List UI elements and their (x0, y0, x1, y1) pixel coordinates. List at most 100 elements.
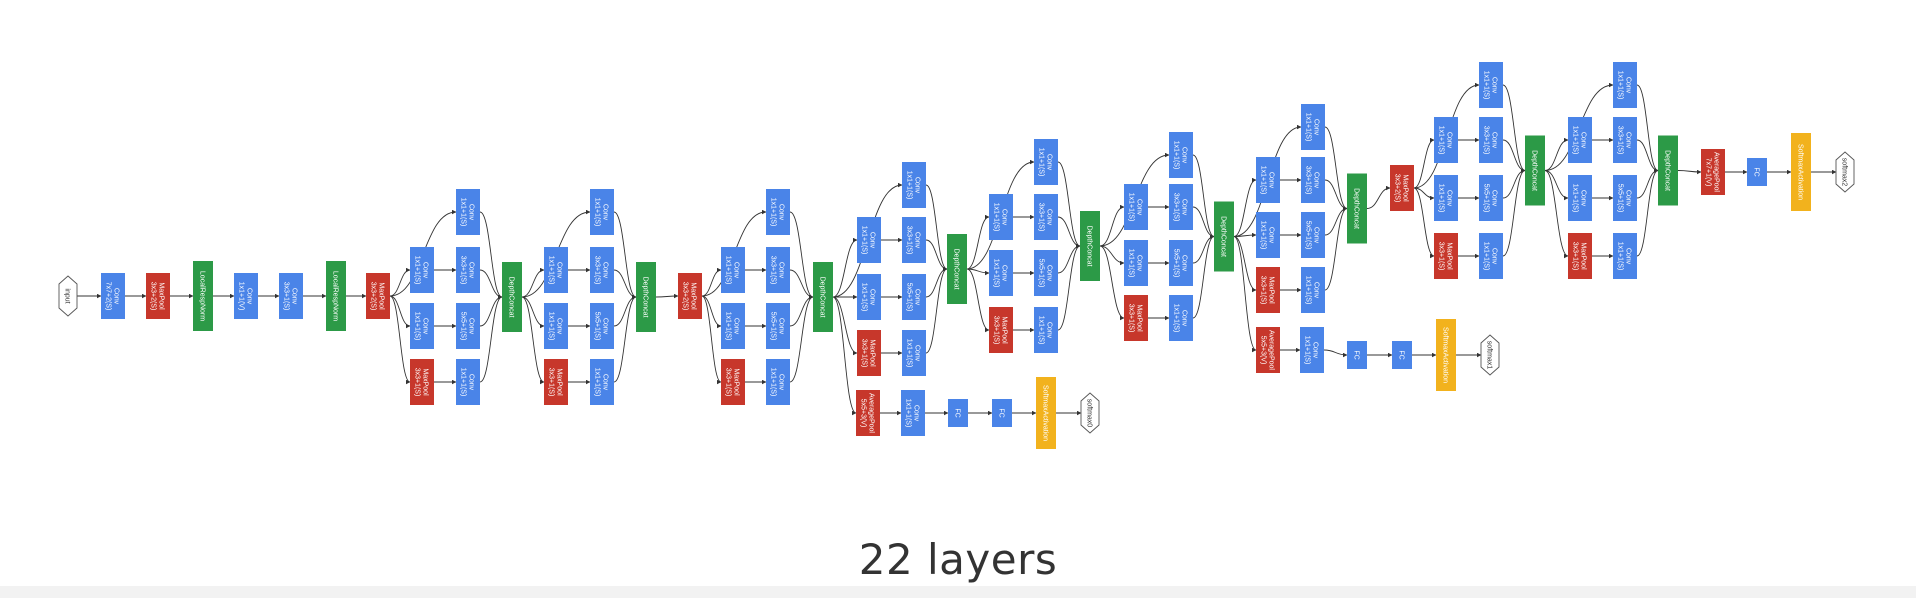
node-i3a_b4b: Conv1x1+1(S) (456, 359, 480, 405)
node-i4c_b4a: MaxPool3x3+1(S) (989, 307, 1013, 353)
node-i5b_b3b: Conv5x5+1(S) (1613, 175, 1637, 221)
node-shape-i4d_b4b (1169, 295, 1193, 341)
edge-i3a_cat-to-i3b_b4a (521, 296, 545, 385)
node-i4c_b1: Conv1x1+1(S) (1034, 139, 1058, 185)
node-label-i3a_b2a: Conv1x1+1(S) (414, 256, 429, 285)
node-label-i3a_b2b: Conv3x3+1(S) (460, 256, 475, 285)
node-shape-input (58, 275, 78, 317)
node-label-i3a_b3b: Conv5x5+1(S) (460, 312, 475, 341)
node-shape-i4e_b1 (1301, 104, 1325, 150)
node-label-aux1_conv: Conv1x1+1(S) (1304, 336, 1319, 365)
node-lrn2: LocalRespNorm (326, 261, 346, 331)
node-i4a_cat: DepthConcat (813, 262, 833, 332)
edge-i4c_b2b-to-i4c_cat (1057, 216, 1081, 249)
node-label-i4a_b3b: Conv5x5+1(S) (770, 312, 785, 341)
node-i4c_b3a: Conv1x1+1(S) (989, 250, 1013, 296)
node-shape-i3a_b3a (410, 303, 434, 349)
node-shape-i4e_b3a (1256, 212, 1280, 258)
node-shape-i4d_b1 (1169, 132, 1193, 178)
edge-i4b_b2b-to-i4b_cat (925, 239, 948, 272)
node-shape-i3a_b4a (410, 359, 434, 405)
node-shape-i4c_b3a (989, 250, 1013, 296)
node-shape-i4c_b2b (1034, 194, 1058, 240)
node-shape-i5b_b4b (1613, 233, 1637, 279)
node-label-i5b_b1: Conv1x1+1(S) (1617, 71, 1632, 100)
node-shape-i3a_b1 (456, 189, 480, 235)
node-shape-i4a_b1 (766, 189, 790, 235)
node-aux1_fc1: FC (1347, 341, 1367, 369)
node-shape-i3b_b2b (590, 247, 614, 293)
node-i3a_b3b: Conv5x5+1(S) (456, 303, 480, 349)
node-i3a_b2a: Conv1x1+1(S) (410, 247, 434, 293)
node-label-i5b_b4a: MaxPool3x3+1(S) (1572, 242, 1587, 271)
node-label-i3a_b3a: Conv1x1+1(S) (414, 312, 429, 341)
edge-i4d_cat-to-i4e_b3a (1233, 232, 1257, 238)
node-shape-i4a_cat (813, 262, 833, 332)
node-i4a_b3a: Conv1x1+1(S) (721, 303, 745, 349)
node-i3a_b2b: Conv3x3+1(S) (456, 247, 480, 293)
node-label-i4b_cat: DepthConcat (953, 249, 960, 290)
node-shape-i4a_b3a (721, 303, 745, 349)
node-aux1_fc2: FC (1392, 341, 1412, 369)
edge-i5b_b3b-to-i5b_cat (1636, 168, 1659, 199)
node-i5a_b2a: Conv1x1+1(S) (1434, 117, 1458, 163)
node-label-i5a_b3a: Conv1x1+1(S) (1438, 184, 1453, 213)
node-i4b_b2a: Conv1x1+1(S) (857, 217, 881, 263)
node-shape-i5b_b2a (1568, 117, 1592, 163)
edge-i4d_b1-to-i4d_cat (1192, 154, 1215, 239)
node-i4b_b3b: Conv5x5+1(S) (902, 274, 926, 320)
node-i4b_b4b: Conv1x1+1(S) (902, 330, 926, 376)
node-shape-i4e_b4a (1256, 267, 1280, 313)
node-i4e_b1: Conv1x1+1(S) (1301, 104, 1325, 150)
node-label-aux0_sm: SoftmaxActivation (1042, 385, 1049, 441)
node-shape-i5b_b1 (1613, 62, 1637, 108)
node-i4d_b2b: Conv3x3+1(S) (1169, 184, 1193, 230)
edge-i4a_b2b-to-i4a_cat (789, 269, 814, 300)
node-shape-i4c_b2a (989, 194, 1013, 240)
edge-i3b_b4b-to-i3b_cat (613, 294, 637, 383)
node-i4a_b4b: Conv1x1+1(S) (766, 359, 790, 405)
node-shape-i4d_b4a (1124, 295, 1148, 341)
node-label-aux0_fc2: FC (998, 408, 1005, 417)
node-i5a_b4a: MaxPool3x3+1(S) (1434, 233, 1458, 279)
node-shape-i3b_b1 (590, 189, 614, 235)
node-shape-i5a_b1 (1479, 62, 1503, 108)
edge-i4b_cat-to-i4c_b2a (966, 214, 990, 270)
node-shape-i4a_b3b (766, 303, 790, 349)
node-conv2: Conv1x1+1(V) (234, 273, 258, 319)
node-label-avgpool: AveragePool7x7+1(V) (1705, 152, 1720, 192)
node-i4e_b2a: Conv1x1+1(S) (1256, 157, 1280, 203)
node-shape-i4b_b2b (902, 217, 926, 263)
node-i4d_b3a: Conv1x1+1(S) (1124, 240, 1148, 286)
edge-i3b_b3b-to-i3b_cat (613, 294, 637, 327)
node-label-sm_main: SoftmaxActivation (1797, 144, 1804, 200)
node-label-i5b_b3b: Conv5x5+1(S) (1617, 184, 1632, 213)
node-shape-i5b_b3b (1613, 175, 1637, 221)
node-i5b_b2b: Conv3x3+1(S) (1613, 117, 1637, 163)
node-lrn1: LocalRespNorm (193, 261, 213, 331)
node-i5b_b2a: Conv1x1+1(S) (1568, 117, 1592, 163)
node-label-i4e_cat: DepthConcat (1353, 188, 1360, 229)
node-i3b_b1: Conv1x1+1(S) (590, 189, 614, 235)
node-label-i4b_b1: Conv1x1+1(S) (906, 171, 921, 200)
edge-i5a_cat-to-i5b_b2a (1544, 137, 1569, 171)
node-label-i4c_cat: DepthConcat (1086, 226, 1093, 267)
node-input: input (58, 275, 78, 317)
edge-i5b_b1-to-i5b_cat (1636, 84, 1659, 173)
edge-i4c_b1-to-i4c_cat (1057, 161, 1081, 249)
edge-i4b_b1-to-i4b_cat (925, 184, 948, 272)
node-shape-lrn1 (193, 261, 213, 331)
node-label-i4e_b4a: MaxPool3x3+1(S) (1260, 276, 1275, 305)
node-shape-i5b_b4a (1568, 233, 1592, 279)
edge-i3b_cat-to-pool3 (655, 293, 679, 299)
node-label-lrn2: LocalRespNorm (332, 271, 339, 321)
edge-i5b_b4b-to-i5b_cat (1636, 168, 1659, 257)
node-pool4: MaxPool3x3+2(S) (1390, 165, 1414, 211)
caption-22-layers: 22 layers (858, 535, 1058, 584)
edge-i4c_cat-to-i4d_b4a (1099, 245, 1125, 321)
edge-i4e_b4b-to-i4e_cat (1324, 206, 1348, 291)
node-label-i4c_b2a: Conv1x1+1(S) (993, 203, 1008, 232)
edge-i3a_cat-to-i3b_b3a (521, 296, 545, 329)
node-i5a_b4b: Conv1x1+1(S) (1479, 233, 1503, 279)
node-shape-i5b_cat (1658, 135, 1678, 206)
